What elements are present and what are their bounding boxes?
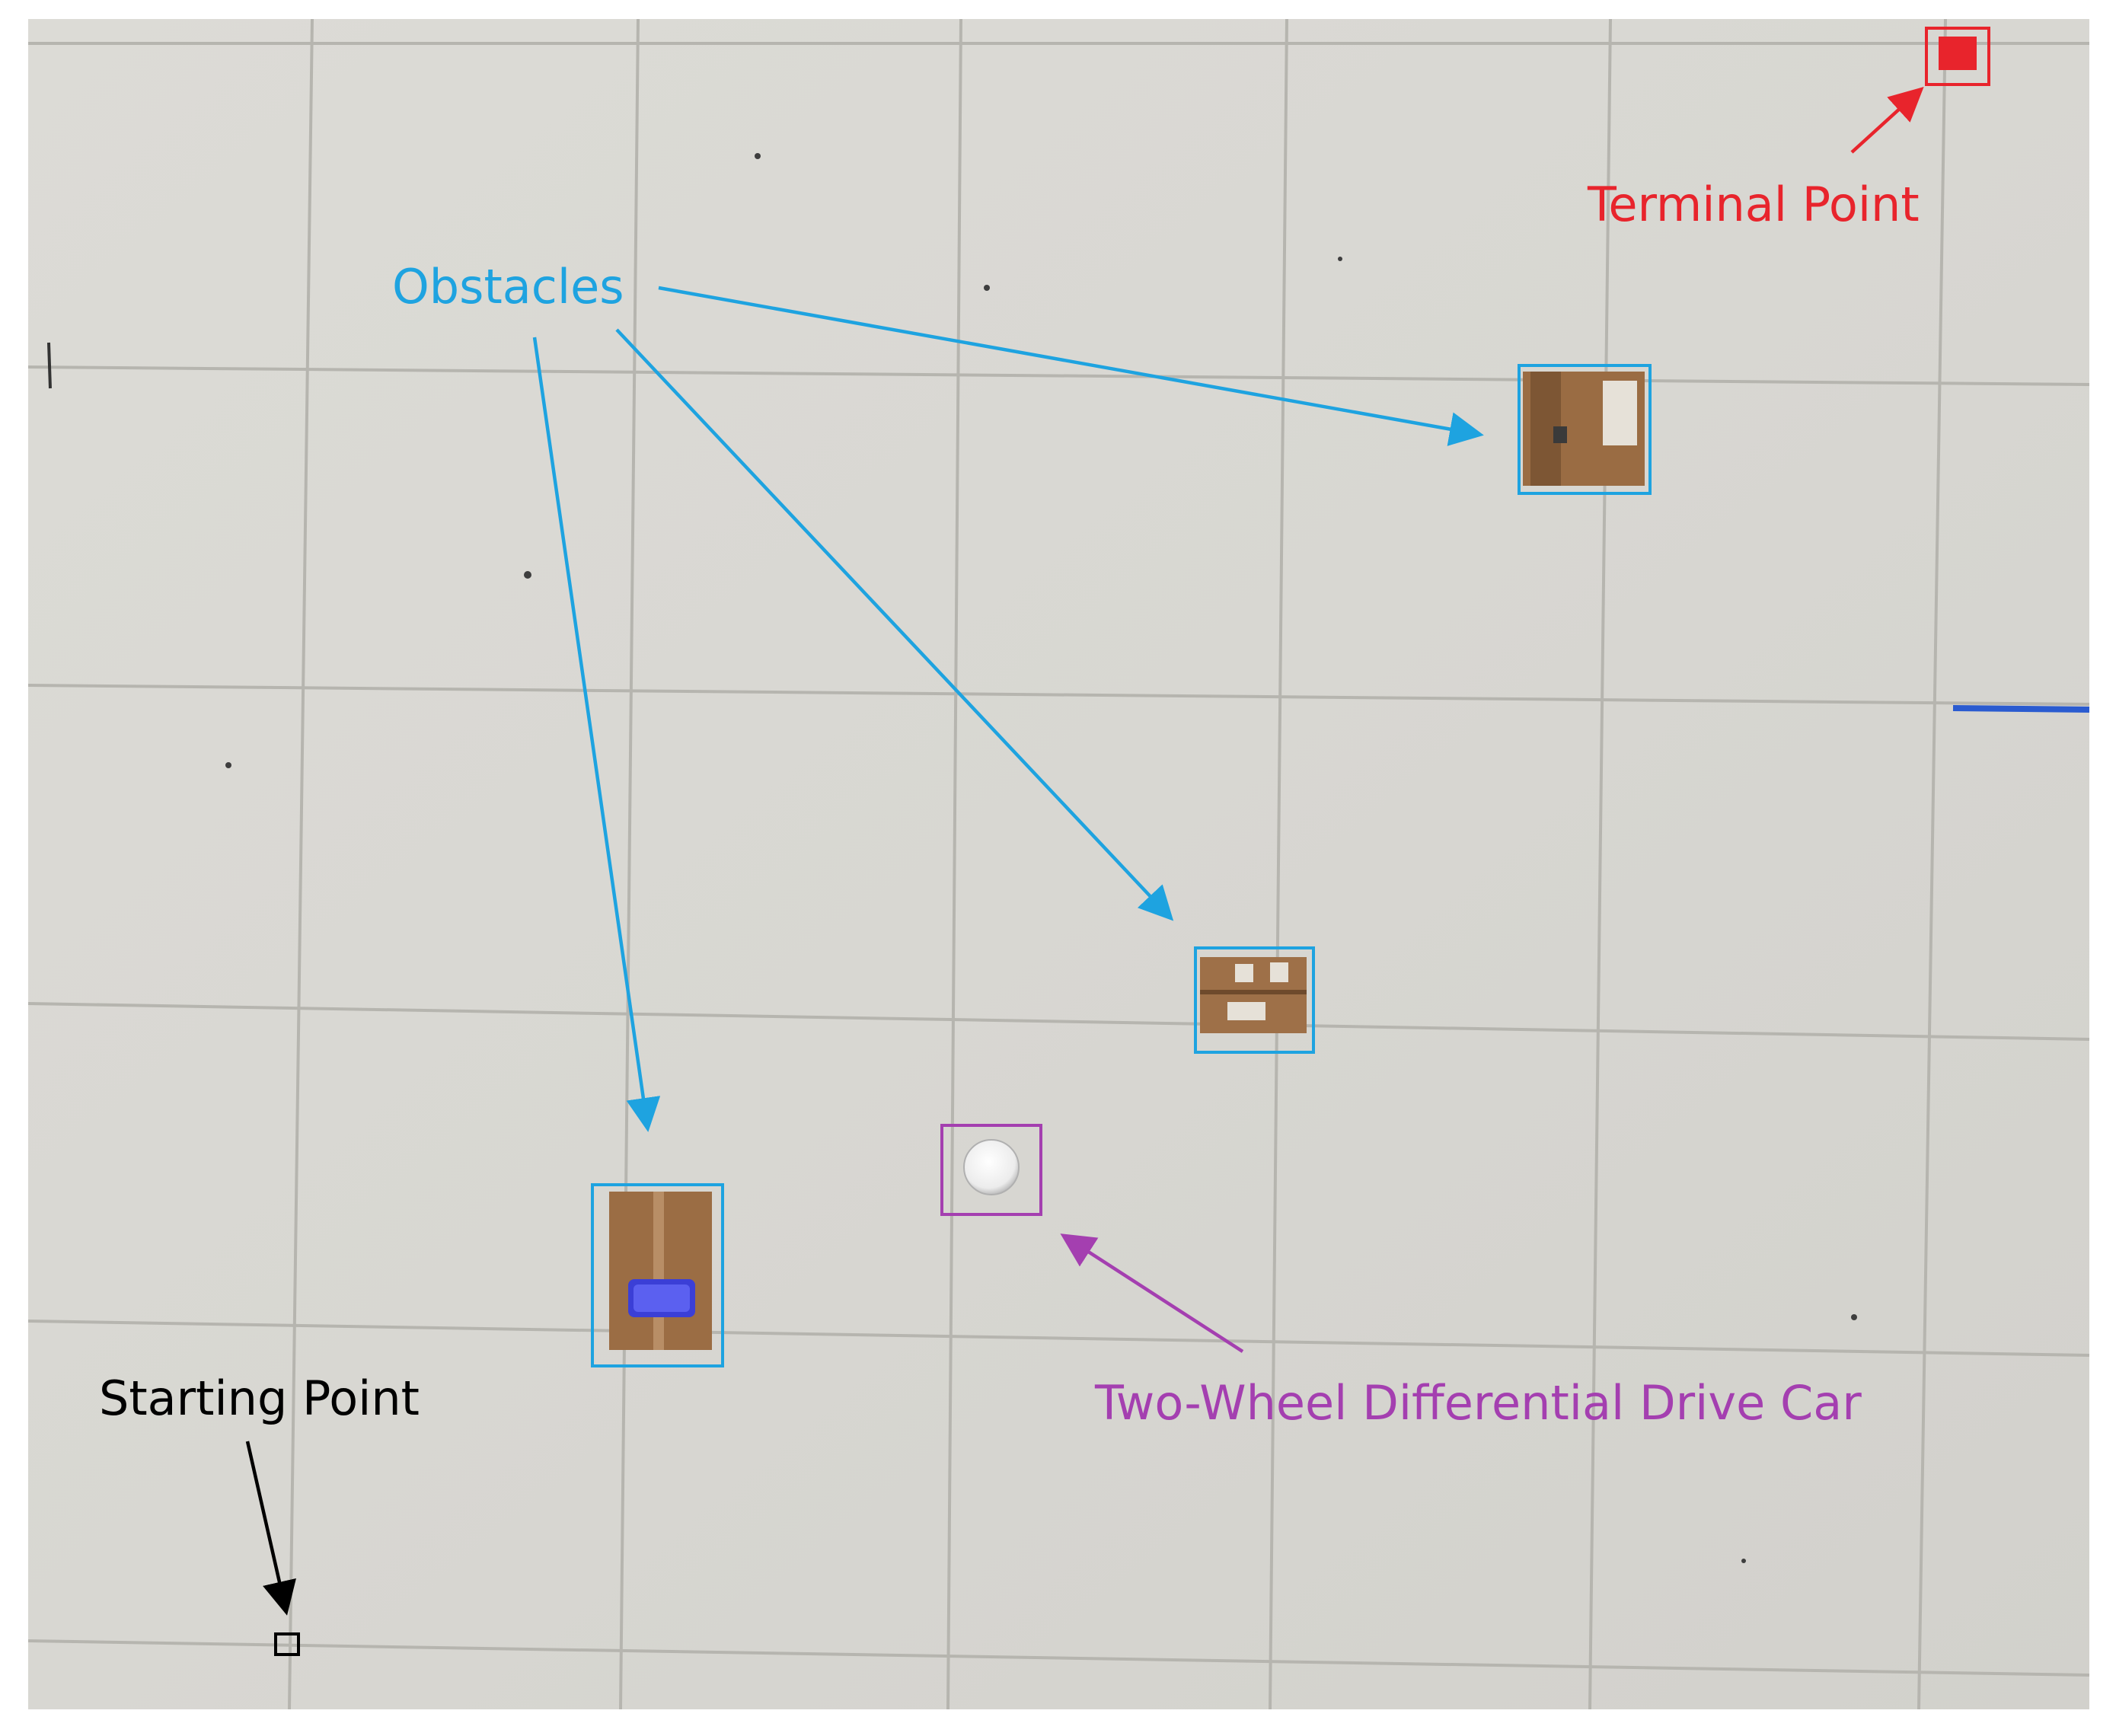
terminal-marker bbox=[1939, 37, 1977, 70]
label-terminal-point: Terminal Point bbox=[1587, 177, 1920, 232]
floor-grid bbox=[27, 18, 2090, 1710]
obstacle-box-1 bbox=[1523, 372, 1645, 486]
arrow-to-start bbox=[245, 1441, 296, 1616]
obstacle-bbox-3 bbox=[591, 1183, 724, 1367]
arrow-to-car bbox=[1060, 1233, 1244, 1353]
label-obstacles: Obstacles bbox=[392, 259, 624, 314]
terminal-bbox bbox=[1925, 27, 1990, 86]
obstacle-box-2 bbox=[1200, 957, 1307, 1033]
arrow-to-obstacle-1 bbox=[658, 286, 1484, 446]
floor-specks bbox=[225, 153, 1857, 1563]
arrow-to-obstacle-2 bbox=[615, 328, 1174, 921]
edge-mark-left bbox=[47, 342, 52, 389]
arrow-to-terminal bbox=[1850, 86, 1924, 154]
obstacle-bbox-1 bbox=[1518, 364, 1652, 495]
obstacle-box-3 bbox=[609, 1192, 712, 1350]
obstacle-arrows bbox=[532, 286, 1484, 1132]
car-body bbox=[963, 1139, 1020, 1195]
label-car: Two-Wheel Differential Drive Car bbox=[1094, 1375, 1862, 1431]
floor bbox=[28, 19, 2089, 1709]
obstacle-bbox-2 bbox=[1194, 946, 1315, 1054]
car-bbox bbox=[940, 1124, 1042, 1216]
arrow-to-obstacle-3 bbox=[532, 337, 661, 1132]
starting-point-marker bbox=[274, 1632, 300, 1656]
label-starting-point: Starting Point bbox=[99, 1371, 420, 1426]
edge-mark-right bbox=[1952, 705, 2090, 713]
